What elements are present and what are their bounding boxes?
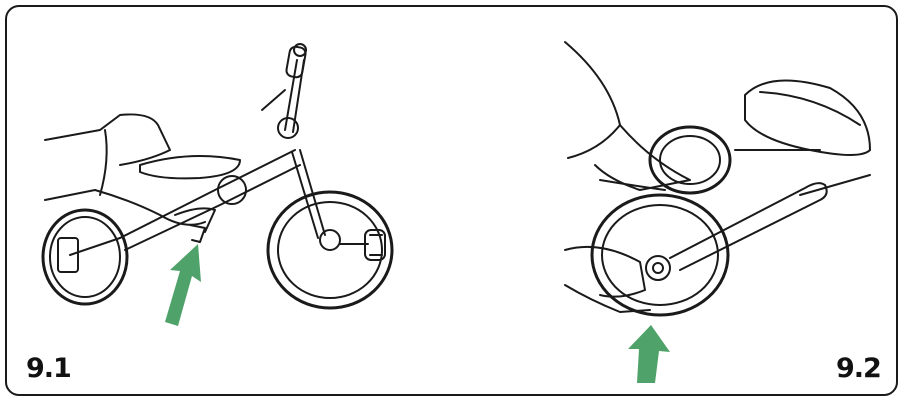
balance-bike-illustration — [43, 44, 392, 308]
wheel-closeup-illustration — [565, 42, 870, 315]
arrow-up-icon — [628, 325, 670, 383]
arrow-up-right-icon — [165, 244, 201, 326]
step-label-9-2: 9.2 — [836, 353, 881, 384]
step-label-9-1: 9.1 — [26, 353, 71, 384]
